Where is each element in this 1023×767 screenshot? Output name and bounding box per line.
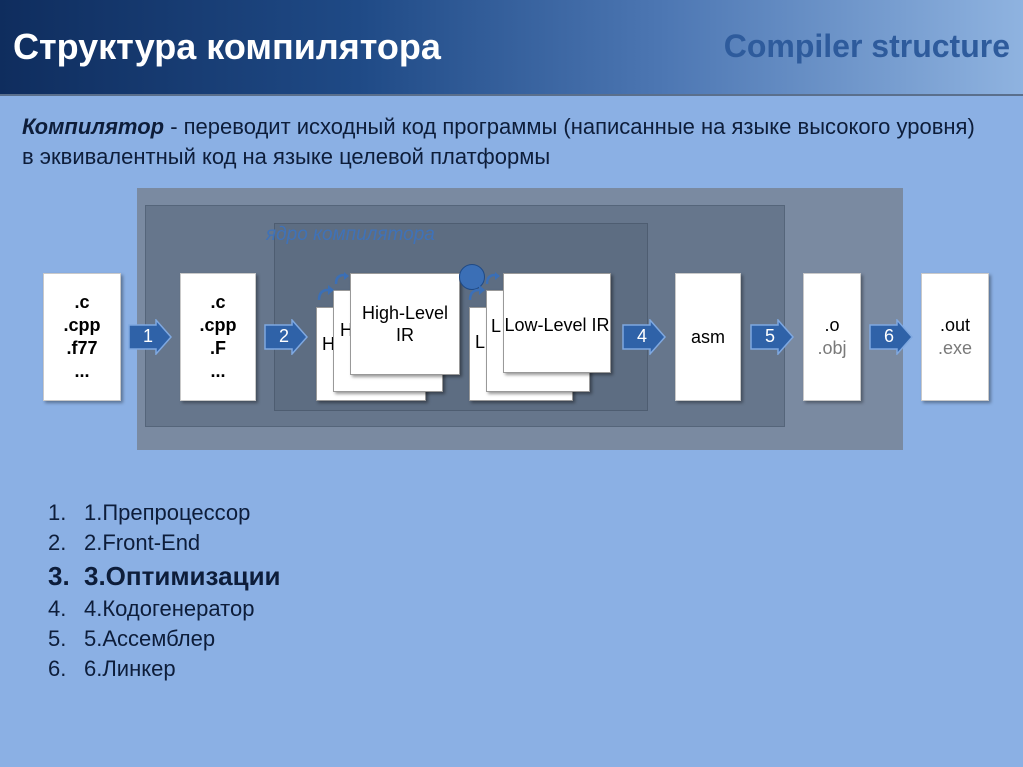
page-title: Структура компилятора [13, 26, 441, 67]
step-number: 6. [48, 656, 67, 681]
object-file-o: .o [824, 315, 840, 335]
step-number: 3. [48, 561, 70, 591]
arrow-step-1: 1 [128, 319, 172, 355]
source-files-box: .c .cpp .f77 ... [43, 273, 121, 401]
arrow-step-5: 5 [750, 319, 794, 355]
step-number: 2. [48, 530, 67, 555]
step-label: 5.Ассемблер [84, 626, 216, 651]
step-item-active: 3. 3.Оптимизации [48, 558, 281, 594]
step-item: 2. 2.Front-End [48, 528, 281, 558]
object-file-obj: .obj [817, 338, 847, 358]
step-label: 1.Препроцессор [84, 500, 251, 525]
high-ir-mid-peek: H [340, 320, 353, 340]
arrow-6-label: 6 [883, 326, 894, 346]
source-file-cpp: .cpp [63, 315, 101, 335]
executable-files-box: .out .exe [921, 273, 989, 401]
arrow-1-shape [128, 319, 172, 355]
arrow-4-label: 4 [636, 326, 647, 346]
asm-label: asm [690, 326, 725, 347]
arrow-5-shape [750, 319, 794, 355]
arrow-step-4: 4 [622, 319, 666, 355]
high-level-ir-card: High-Level IR [350, 273, 460, 375]
step-item: 6. 6.Линкер [48, 654, 281, 684]
low-ir-back-peek: L [475, 332, 486, 352]
intro-term: Компилятор [22, 114, 165, 139]
low-level-ir-card: Low-Level IR [503, 273, 611, 373]
step-number: 5. [48, 626, 67, 651]
arrow-1-label: 1 [142, 326, 153, 346]
step-label: 3.Оптимизации [84, 561, 281, 591]
object-files-box: .o .obj [803, 273, 861, 401]
pre-file-c: .c [210, 292, 226, 312]
high-ir-line1: High-Level [361, 303, 449, 323]
step-number: 1. [48, 500, 67, 525]
step-number: 4. [48, 596, 67, 621]
intro-paragraph: Компилятор - переводит исходный код прог… [22, 112, 982, 172]
arrow-6-shape [869, 319, 913, 355]
pre-file-cpp: .cpp [199, 315, 237, 335]
low-ir-mid-peek: L [491, 316, 502, 336]
high-ir-loop-arrow-icon [317, 272, 349, 301]
high-ir-back-peek: H [322, 334, 335, 354]
compiler-core-label: ядро компилятора [266, 224, 435, 245]
source-file-c: .c [74, 292, 90, 312]
step-item: 1. 1.Препроцессор [48, 498, 281, 528]
page-title-english: Compiler structure [723, 28, 1010, 64]
asm-box: asm [675, 273, 741, 401]
step-label: 4.Кодогенератор [84, 596, 255, 621]
arrow-step-6: 6 [869, 319, 913, 355]
header-bar: Структура компилятора Compiler structure [0, 0, 1023, 96]
arrow-step-2: 2 [264, 319, 308, 355]
low-ir-loop-arrow-icon [468, 272, 500, 301]
arrow-2-shape [264, 319, 308, 355]
step-label: 2.Front-End [84, 530, 201, 555]
low-ir-label: Low-Level IR [504, 315, 610, 335]
exec-file-exe: .exe [937, 338, 973, 358]
source-file-more: ... [74, 361, 90, 381]
step-item: 5. 5.Ассемблер [48, 624, 281, 654]
arrow-4-shape [622, 319, 666, 355]
optimizer-loop-icon [459, 264, 485, 290]
source-file-f77: .f77 [66, 338, 98, 358]
arrow-2-label: 2 [278, 326, 289, 346]
step-label: 6.Линкер [84, 656, 176, 681]
high-ir-line2: IR [396, 325, 414, 345]
preprocessed-files-box: .c .cpp .F ... [180, 273, 256, 401]
exec-file-out: .out [939, 315, 971, 335]
pre-file-F: .F [210, 338, 226, 358]
pre-file-more: ... [210, 361, 226, 381]
intro-text: - переводит исходный код программы (напи… [22, 114, 975, 169]
step-item: 4. 4.Кодогенератор [48, 594, 281, 624]
arrow-5-label: 5 [764, 326, 775, 346]
compilation-steps-list: 1. 1.Препроцессор 2. 2.Front-End 3. 3.Оптим… [48, 498, 281, 684]
